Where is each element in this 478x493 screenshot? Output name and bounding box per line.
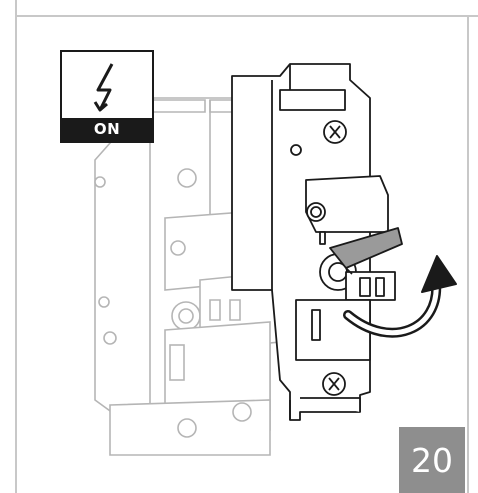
rotate-arrow-icon	[343, 255, 457, 338]
power-status-label: ON	[62, 118, 152, 141]
lightning-bolt-icon	[93, 63, 114, 112]
step-number-badge: 20	[399, 427, 465, 493]
breaker-lever	[329, 227, 403, 275]
frame-line-left	[15, 0, 17, 493]
frame-line-right	[467, 15, 469, 493]
faded-breaker	[94, 97, 301, 456]
frame-line-top	[15, 15, 478, 17]
power-status-card: ON	[60, 50, 154, 143]
